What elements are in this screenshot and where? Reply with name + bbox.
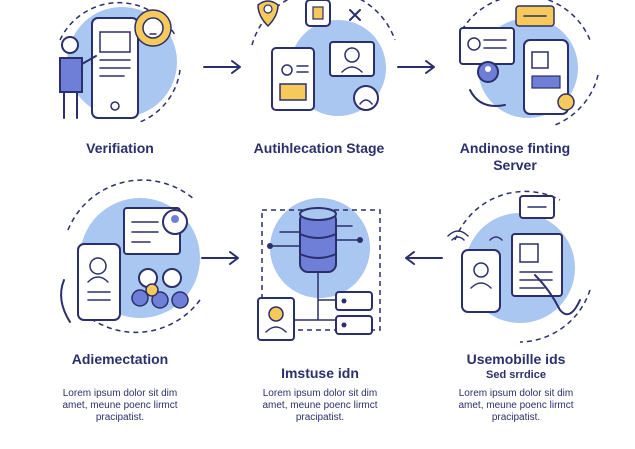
step-2-title: Autihlecation Stage: [253, 140, 385, 156]
step-1-title: Verifiation: [86, 140, 154, 156]
step-5-title: Imstuse idn: [281, 365, 359, 381]
verification-icon: [59, 1, 181, 123]
step-3-title: Andinose finting Server: [459, 140, 571, 173]
mobile-id-icon: [447, 190, 591, 343]
step-4-desc-line-1: Lorem ipsum dolor sit dim: [62, 388, 178, 399]
step-6-desc-line-3: pracipatist.: [491, 412, 541, 423]
adiemectation-icon: [60, 179, 201, 334]
authentication-icon: [251, 0, 396, 116]
step-6-title: Usemobille ids: [466, 351, 566, 367]
server-icon: [459, 0, 599, 126]
step-5-desc-line-3: pracipatist.: [295, 412, 345, 423]
step-6-subtitle: Sed srrdice: [486, 369, 546, 381]
step-6-desc-line-2: amet, meune poenc lirmct: [458, 400, 574, 411]
arrow-4: [405, 251, 443, 265]
step-4-desc-line-2: amet, meune poenc lirmct: [62, 400, 178, 411]
step-5-desc-line-2: amet, meune poenc lirmct: [262, 400, 378, 411]
step-5-desc-line-1: Lorem ipsum dolor sit dim: [262, 388, 378, 399]
arrow-3: [201, 251, 239, 265]
step-6-desc: Lorem ipsum dolor sit dim amet, meune po…: [436, 388, 596, 424]
step-4-desc-line-3: pracipatist.: [95, 412, 145, 423]
step-4-title: Adiemectation: [71, 351, 169, 367]
step-6-desc-line-1: Lorem ipsum dolor sit dim: [458, 388, 574, 399]
arrow-2: [397, 60, 435, 74]
database-icon: [257, 198, 381, 341]
arrow-1: [203, 60, 241, 74]
step-5-desc: Lorem ipsum dolor sit dim amet, meune po…: [240, 388, 400, 424]
step-4-desc: Lorem ipsum dolor sit dim amet, meune po…: [40, 388, 200, 424]
